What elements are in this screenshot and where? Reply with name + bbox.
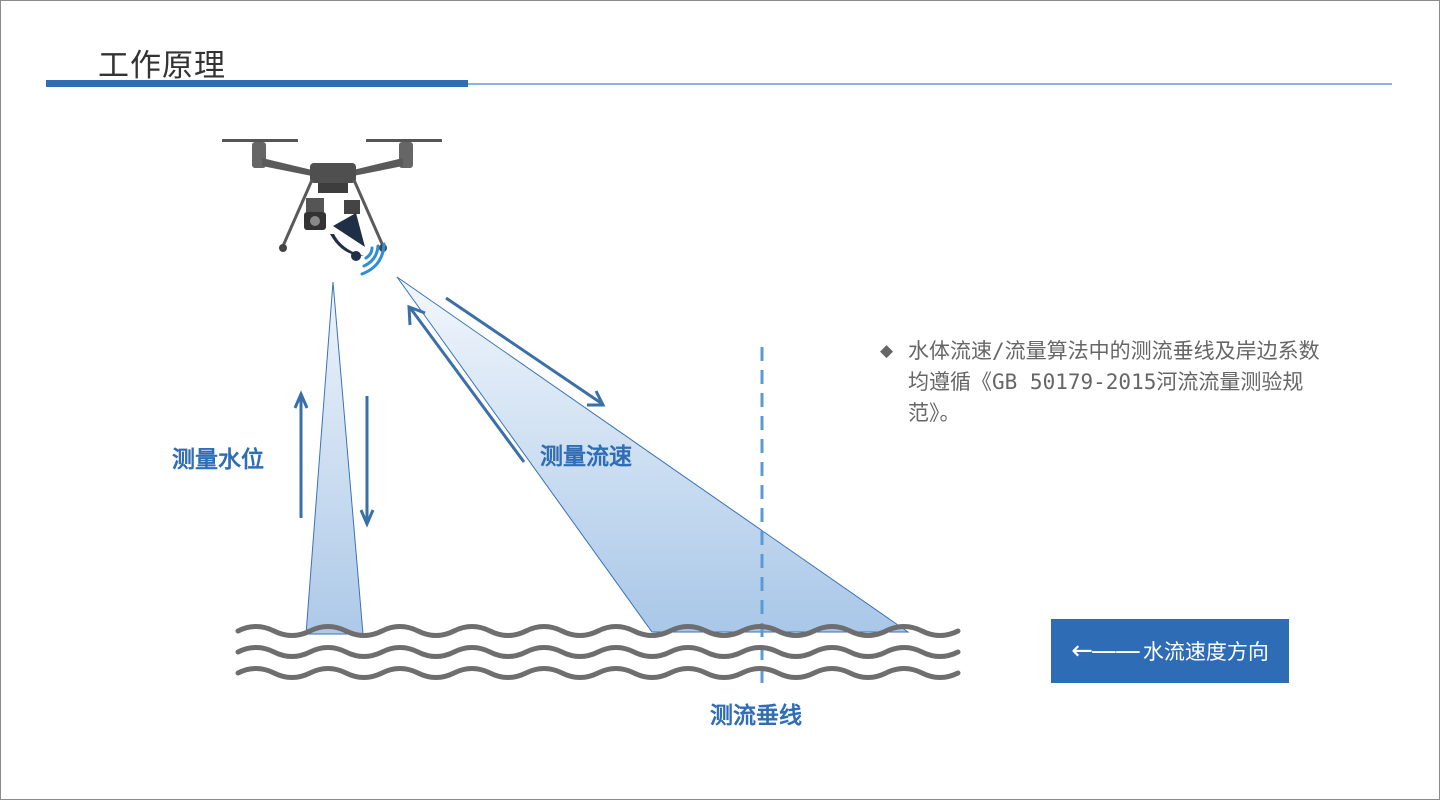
water-waves [235,624,961,680]
drone-icon [222,139,442,276]
water-level-down-arrow [359,396,375,528]
label-flow-velocity: 测量流速 [540,443,632,470]
standard-note: ◆ 水体流速/流量算法中的测流垂线及岸边系数均遵循《GB 50179-2015河… [880,336,1320,429]
flow-velocity-beam [396,276,910,633]
water-level-up-arrow [293,390,309,518]
flow-direction-label: 水流速度方向 [1142,640,1269,664]
title-underline-accent [46,80,468,87]
flow-direction-box: ←—— 水流速度方向 [1051,619,1289,683]
water-level-beam [305,281,364,635]
note-text: 水体流速/流量算法中的测流垂线及岸边系数均遵循《GB 50179-2015河流流… [908,339,1320,425]
page-title: 工作原理 [98,48,226,84]
radar-sensor-icon [330,213,365,261]
label-water-level: 测量水位 [172,446,264,473]
signal-waves-icon [360,242,386,276]
flow-velocity-out-arrow [445,296,606,407]
title-underline-rule [468,83,1392,85]
left-arrow-icon: ←—— [1071,636,1141,666]
diamond-bullet-icon: ◆ [880,341,894,361]
flow-velocity-back-arrow [407,304,526,463]
label-vertical-line: 测流垂线 [710,702,802,729]
